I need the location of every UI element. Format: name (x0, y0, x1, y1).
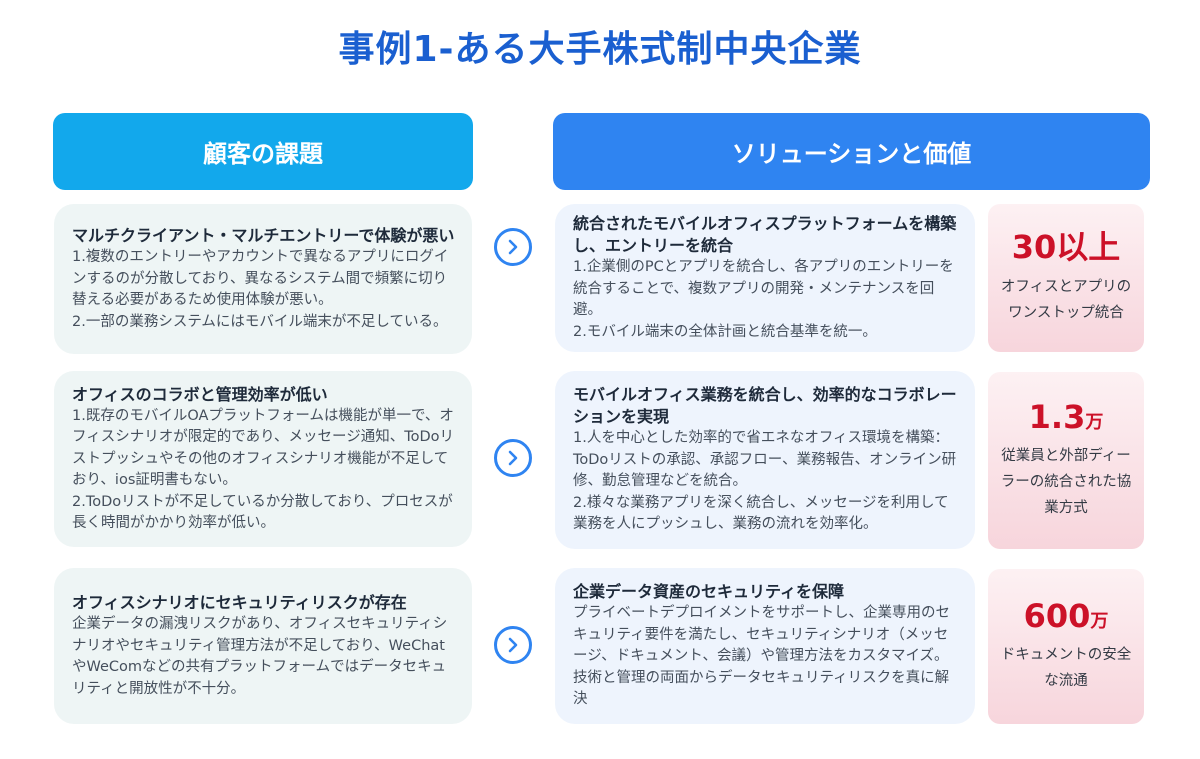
solution-line: プライベートデプロイメントをサポートし、企業専用のセキュリティ要件を満たし、セキ… (573, 605, 950, 708)
stat-number: 30以上 (1012, 230, 1121, 265)
challenge-line: 2.一部の業務システムにはモバイル端末が不足している。 (72, 313, 448, 330)
challenge-body: 企業データの漏洩リスクがあり、オフィスセキュリティシナリオやセキュリティ管理方法… (72, 614, 456, 700)
solution-line: 1.人を中心とした効率的で省エネなオフィス環境を構築：ToDoリストの承認、承認… (573, 430, 957, 490)
stat-unit: 万 (1085, 411, 1104, 433)
challenge-card: オフィスシナリオにセキュリティリスクが存在 企業データの漏洩リスクがあり、オフィ… (54, 568, 472, 724)
stat-value: 600 (1023, 596, 1091, 635)
solution-card: 企業データ資産のセキュリティを保障 プライベートデプロイメントをサポートし、企業… (555, 568, 975, 724)
challenge-card: マルチクライアント・マルチエントリーで体験が悪い 1.複数のエントリーやアカウン… (54, 204, 472, 354)
challenge-body: 1.既存のモバイルOAプラットフォームは機能が単一で、オフィスシナリオが限定的で… (72, 406, 456, 535)
solution-line: 2.モバイル端末の全体計画と統合基準を統一。 (573, 323, 877, 340)
stat-number: 1.3万 (1028, 397, 1104, 436)
stat-unit: 万 (1090, 610, 1109, 632)
chevron-right-circle-icon (494, 626, 532, 664)
stat-value: 1.3 (1028, 397, 1086, 436)
challenge-title: マルチクライアント・マルチエントリーで体験が悪い (72, 226, 455, 245)
stat-value: 30以上 (1011, 228, 1121, 267)
challenge-line: 1.既存のモバイルOAプラットフォームは機能が単一で、オフィスシナリオが限定的で… (72, 407, 454, 489)
challenge-title: オフィスのコラボと管理効率が低い (72, 384, 328, 404)
challenge-card: オフィスのコラボと管理効率が低い 1.既存のモバイルOAプラットフォームは機能が… (54, 371, 472, 547)
solution-line: 1.企業側のPCとアプリを統合し、各アプリのエントリーを統合することで、複数アプ… (573, 259, 954, 318)
stat-card: 30以上 オフィスとアプリのワンストップ統合 (988, 204, 1144, 352)
stat-card: 600万 ドキュメントの安全な流通 (988, 569, 1144, 724)
challenge-line: 企業データの漏洩リスクがあり、オフィスセキュリティシナリオやセキュリティ管理方法… (72, 616, 448, 697)
header-solutions-value: ソリューションと価値 (553, 113, 1150, 190)
challenge-line: 2.ToDoリストが不足しているか分散しており、プロセスが長く時間がかかり効率が… (72, 493, 453, 532)
stat-description: オフィスとアプリのワンストップ統合 (1000, 278, 1132, 321)
stat-description: ドキュメントの安全な流通 (1000, 647, 1132, 690)
challenge-body: 1.複数のエントリーやアカウントで異なるアプリにログインするのが分散しており、異… (72, 247, 456, 333)
challenge-line: 1.複数のエントリーやアカウントで異なるアプリにログインするのが分散しており、異… (72, 249, 449, 308)
solution-body: 1.企業側のPCとアプリを統合し、各アプリのエントリーを統合することで、複数アプ… (573, 257, 959, 343)
stat-description: 従業員と外部ディーラーの統合された協業方式 (1000, 448, 1132, 517)
solution-card: モバイルオフィス業務を統合し、効率的なコラボレーションを実現 1.人を中心とした… (555, 371, 975, 549)
solution-line: 2.様々な業務アプリを深く統合し、メッセージを利用して業務を人にプッシュし、業務… (573, 494, 949, 533)
solution-card: 統合されたモバイルオフィスプラットフォームを構築し、エントリーを統合 1.企業側… (555, 204, 975, 352)
chevron-right-circle-icon (494, 228, 532, 266)
chevron-right-circle-icon (494, 439, 532, 477)
solution-title: 統合されたモバイルオフィスプラットフォームを構築し、エントリーを統合 (573, 214, 957, 255)
stat-number: 600万 (1023, 596, 1109, 635)
solution-body: 1.人を中心とした効率的で省エネなオフィス環境を構築：ToDoリストの承認、承認… (573, 428, 959, 536)
solution-body: プライベートデプロイメントをサポートし、企業専用のセキュリティ要件を満たし、セキ… (573, 603, 959, 711)
page-title: 事例1-ある大手株式制中央企業 (338, 29, 862, 70)
solution-title: モバイルオフィス業務を統合し、効率的なコラボレーションを実現 (573, 385, 957, 427)
header-customer-challenges: 顧客の課題 (53, 113, 473, 190)
stat-card: 1.3万 従業員と外部ディーラーの統合された協業方式 (988, 372, 1144, 549)
solution-title: 企業データ資産のセキュリティを保障 (573, 582, 845, 602)
challenge-title: オフィスシナリオにセキュリティリスクが存在 (72, 593, 407, 612)
